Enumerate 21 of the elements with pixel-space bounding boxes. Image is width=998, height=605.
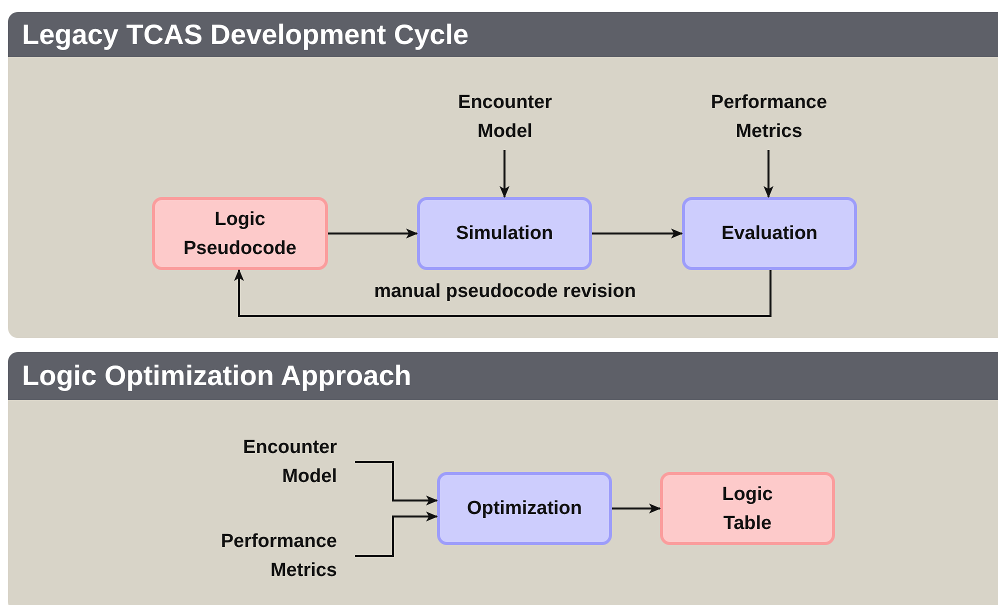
arrow (500, 150, 510, 198)
panel-background (8, 352, 998, 605)
input-label: Performance Metrics (170, 527, 337, 585)
panel-heading: Logic Optimization Approach (8, 352, 998, 400)
arrow (328, 228, 418, 238)
input-label: Performance Metrics (680, 88, 858, 146)
process-box: Optimization (437, 472, 612, 545)
arrow (612, 504, 661, 514)
panel-heading: Legacy TCAS Development Cycle (8, 12, 998, 57)
output-box: Logic Table (660, 472, 835, 545)
arrow (355, 512, 438, 557)
input-label: Encounter Model (190, 433, 337, 491)
arrow (592, 228, 683, 238)
output-box: Logic Pseudocode (152, 197, 328, 270)
arrow (234, 269, 772, 317)
input-label: Encounter Model (440, 88, 570, 146)
process-box: Simulation (417, 197, 592, 270)
arrow (355, 461, 438, 506)
panel-background (8, 12, 998, 338)
process-box: Evaluation (682, 197, 857, 270)
arrow (764, 150, 774, 198)
